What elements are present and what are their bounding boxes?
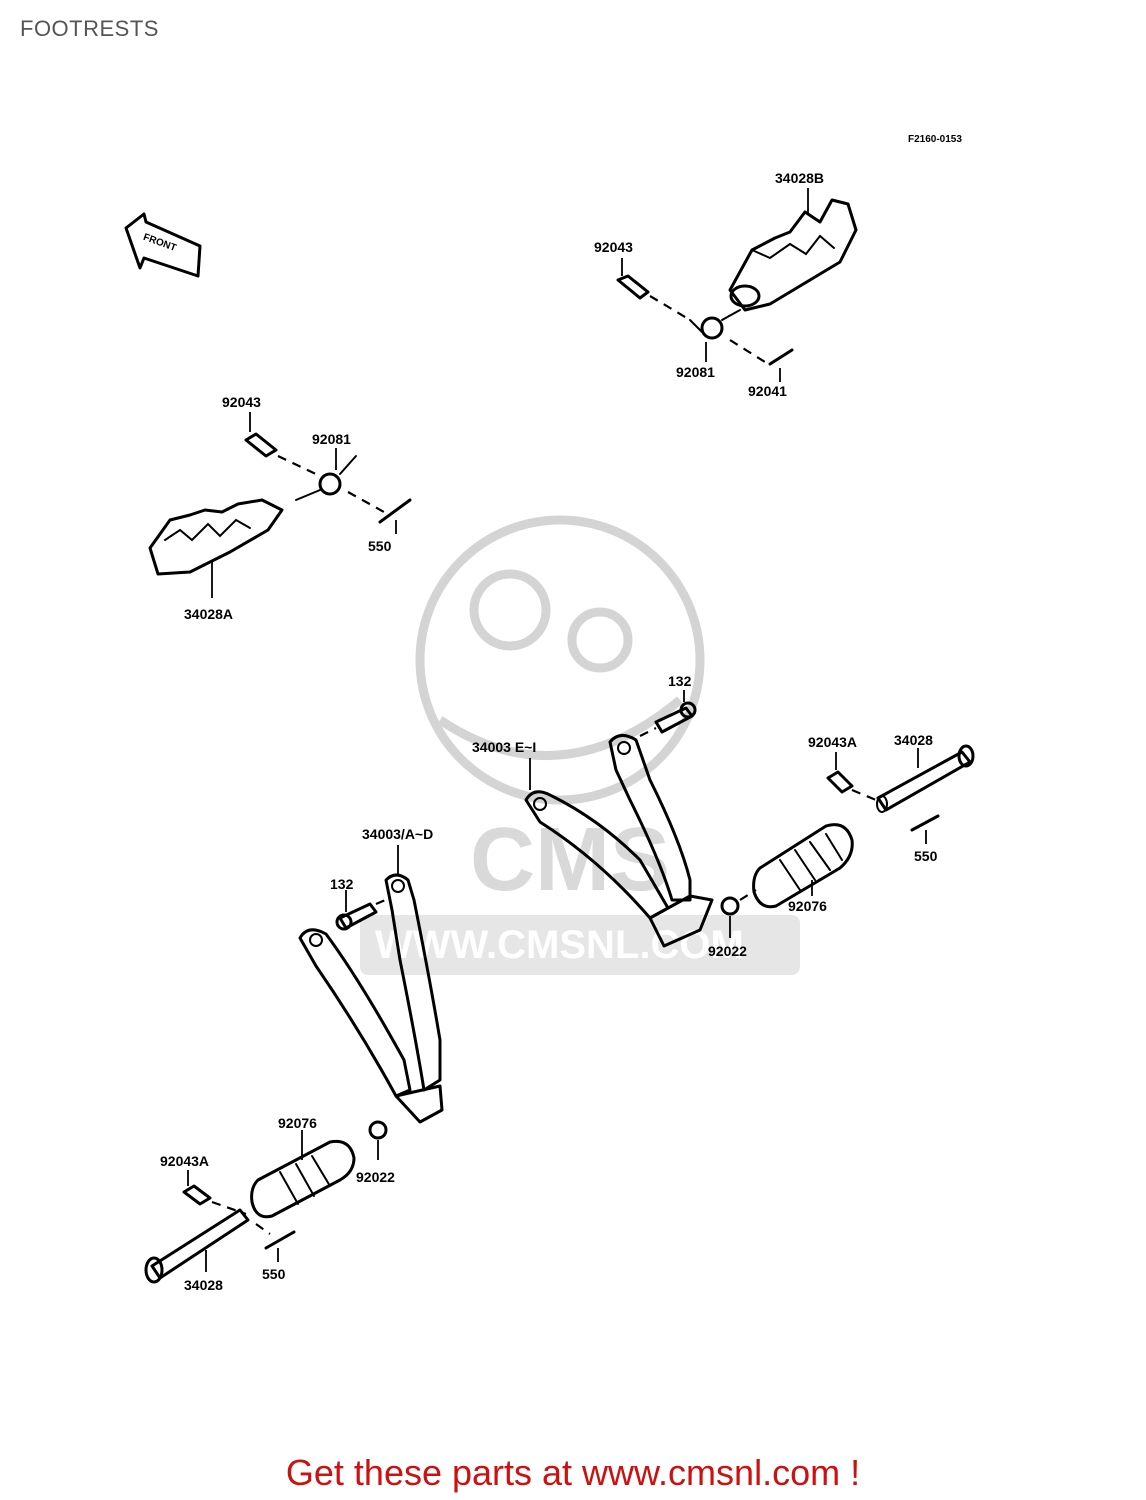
- label-92043A-left: 92043A: [160, 1153, 209, 1169]
- label-34028-left: 34028: [184, 1277, 223, 1293]
- upper-right-footpeg: [728, 188, 858, 312]
- right-bracket: [524, 734, 714, 948]
- left-pin: [244, 412, 321, 477]
- left-spring: [295, 448, 385, 513]
- right-clip: [910, 814, 940, 844]
- label-92076-right: 92076: [788, 898, 827, 914]
- watermark: CMS WWW.CMSNL.COM: [360, 515, 800, 975]
- watermark-logo: CMS: [470, 810, 670, 910]
- left-bracket: [298, 845, 444, 1124]
- page-title: FOOTRESTS: [20, 16, 159, 41]
- label-92081-upper: 92081: [676, 364, 715, 380]
- label-132-right: 132: [668, 673, 692, 689]
- label-92022-right: 92022: [708, 943, 747, 959]
- label-34003-A-D: 34003/A~D: [362, 826, 433, 842]
- upper-right-pin: [616, 258, 691, 321]
- left-washer: [368, 1120, 388, 1160]
- label-34003-E-I: 34003 E~I: [472, 739, 536, 755]
- label-34028-right: 34028: [894, 732, 933, 748]
- left-footpeg: [148, 498, 284, 598]
- left-bolt: [335, 890, 391, 931]
- right-pin-a: [826, 752, 877, 802]
- upper-right-clip: [768, 348, 794, 382]
- label-34028A: 34028A: [184, 606, 233, 622]
- diagram-code: F2160-0153: [908, 134, 962, 145]
- watermark-text: WWW.CMSNL.COM: [375, 923, 744, 967]
- left-shaft: [144, 1208, 250, 1284]
- left-pin-a: [182, 1170, 247, 1216]
- parts-diagram: CMS WWW.CMSNL.COM F2160-0153 FRONT 34028…: [124, 134, 975, 1293]
- label-92043A-right: 92043A: [808, 734, 857, 750]
- label-92081-left: 92081: [312, 431, 351, 447]
- right-bolt: [639, 690, 697, 737]
- label-92022-left: 92022: [356, 1169, 395, 1185]
- label-92041-left: 550: [368, 538, 392, 554]
- right-washer: [720, 896, 740, 938]
- front-arrow-icon: FRONT: [124, 212, 202, 278]
- label-92043-left: 92043: [222, 394, 261, 410]
- left-rubber: [250, 1130, 356, 1219]
- label-92076-left: 92076: [278, 1115, 317, 1131]
- label-550-right: 550: [914, 848, 938, 864]
- label-132-left: 132: [330, 876, 354, 892]
- label-34028B: 34028B: [775, 170, 824, 186]
- promo-link[interactable]: Get these parts at www.cmsnl.com !: [285, 1452, 861, 1493]
- label-92041-upper: 92041: [748, 383, 787, 399]
- right-shaft: [876, 744, 975, 813]
- left-clip: [255, 1223, 296, 1262]
- upper-right-spring: [689, 309, 766, 363]
- left-clip: [378, 498, 412, 534]
- label-92043-upper: 92043: [594, 239, 633, 255]
- label-550-left: 550: [262, 1266, 286, 1282]
- right-rubber: [739, 823, 854, 909]
